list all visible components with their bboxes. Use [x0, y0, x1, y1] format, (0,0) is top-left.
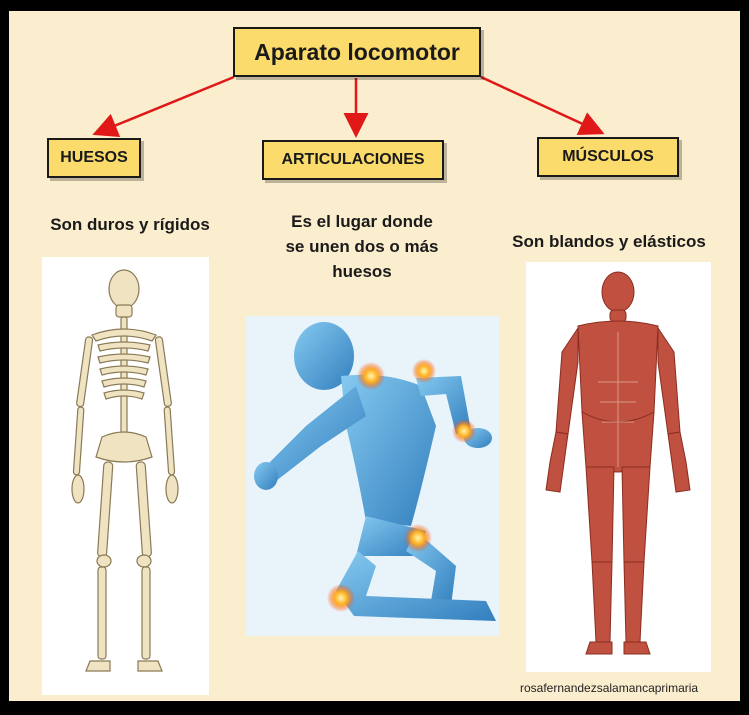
joint-glow-shoulder [357, 362, 385, 390]
articulaciones-description-line: Es el lugar donde [291, 212, 433, 231]
huesos-description: Son duros y rígidos [50, 215, 210, 234]
arrow-to-musculos [480, 75, 605, 135]
joint-glow-wrist [452, 419, 476, 443]
joint-glow-hip [404, 524, 432, 552]
articulaciones-description: Es el lugar donde se unen dos o más hues… [262, 209, 462, 284]
arrow-to-huesos [92, 75, 235, 138]
joint-glow-knee [327, 584, 355, 612]
muscles-image [526, 262, 711, 672]
articulaciones-description-line: se unen dos o más [285, 237, 439, 256]
credit-text: rosafernandezsalamancaprimaria [520, 681, 699, 695]
node-musculos: MÚSCULOS [537, 137, 679, 177]
node-huesos: HUESOS [47, 138, 141, 178]
node-articulaciones: ARTICULACIONES [262, 140, 444, 180]
muscular-body-icon [545, 271, 691, 655]
musculos-description: Son blandos y elásticos [512, 232, 706, 251]
joints-image [246, 316, 499, 636]
root-node-aparato-locomotor: Aparato locomotor [233, 27, 481, 77]
running-body-icon [254, 322, 496, 621]
joint-glow-shoulder-2 [412, 359, 436, 383]
articulaciones-description-line: huesos [332, 262, 392, 281]
skeleton-image [42, 257, 209, 695]
skeleton-icon [71, 269, 179, 672]
